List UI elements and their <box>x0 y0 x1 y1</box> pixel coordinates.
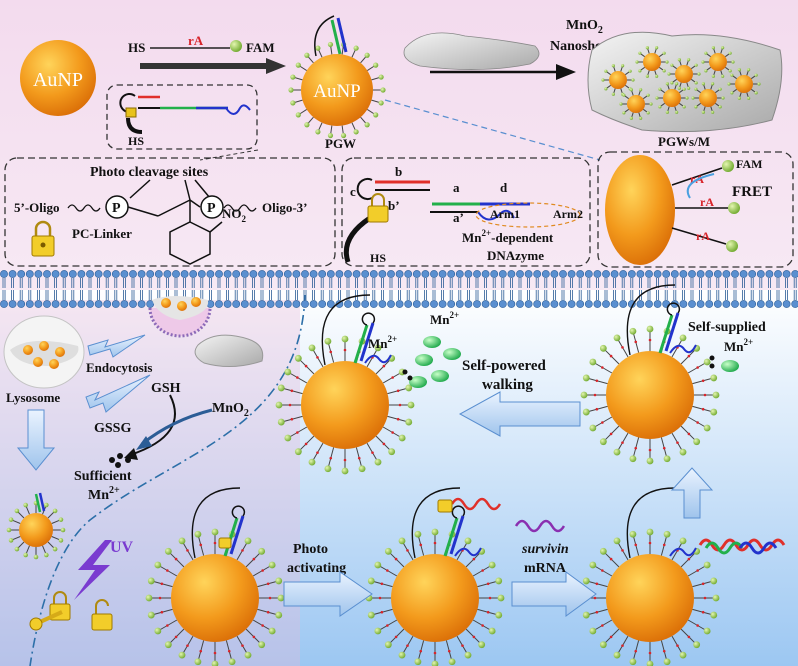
svg-text:b’: b’ <box>388 198 400 213</box>
dnazyme-panel <box>341 157 591 267</box>
mn-dots-left <box>109 453 131 468</box>
endocytosed-vesicle <box>148 296 212 338</box>
fret-label: FRET <box>732 184 772 200</box>
mno2-nanosheet <box>403 32 540 70</box>
lock-icon <box>31 220 55 257</box>
svg-text:Mn2+: Mn2+ <box>430 310 459 327</box>
svg-text:HS: HS <box>370 251 386 265</box>
pgws-m-label: PGWs/M <box>658 134 710 149</box>
svg-text:mRNA: mRNA <box>524 561 567 576</box>
svg-text:FAM: FAM <box>736 157 762 171</box>
gsh-arrow <box>85 374 151 413</box>
svg-text:GSSG: GSSG <box>94 421 131 436</box>
linker-panel <box>4 157 336 267</box>
nanosheet-arrow <box>430 64 576 80</box>
mno2-sheet-bottom <box>194 334 264 367</box>
svg-text:Sufficient: Sufficient <box>74 469 132 484</box>
key-lock-icons <box>29 591 113 631</box>
small-released-particle <box>6 492 66 560</box>
uv-lightning-icon <box>74 540 112 600</box>
svg-text:Mn2+-dependent: Mn2+-dependent <box>462 228 554 245</box>
survivin-mrna-wave <box>514 519 566 533</box>
pgw-particle: AuNP <box>288 15 386 139</box>
fret-panel <box>597 151 794 268</box>
svg-text:P: P <box>207 201 216 216</box>
svg-text:NO2: NO2 <box>222 206 247 224</box>
svg-text:rA: rA <box>188 33 204 48</box>
svg-text:rA: rA <box>700 195 714 209</box>
boundary-dashed-curve <box>29 294 306 666</box>
self-powered-label: Self-powered <box>462 358 547 374</box>
cleaved-fragment <box>437 497 502 513</box>
svg-text:MnO2: MnO2 <box>212 401 249 419</box>
svg-text:Mn2+: Mn2+ <box>88 485 120 503</box>
pgws-m-complex <box>587 31 783 133</box>
self-supplied-label: Self-supplied <box>688 320 766 335</box>
pgw-aunp-label: AuNP <box>313 81 361 102</box>
svg-text:P: P <box>112 201 121 216</box>
svg-text:survivin: survivin <box>521 542 569 557</box>
svg-text:b: b <box>395 164 402 179</box>
walker-self-supplied <box>580 284 720 465</box>
lysosome-label: Lysosome <box>6 390 60 405</box>
self-supplied-ions <box>709 355 739 372</box>
svg-text:d: d <box>500 180 508 195</box>
dnazyme-structure: c b a d b’ a’ <box>343 164 581 263</box>
svg-text:Arm2: Arm2 <box>553 207 583 221</box>
aunp-label: AuNP <box>33 69 83 91</box>
cell-membrane <box>0 270 798 308</box>
lysosome-down-arrow <box>16 409 56 471</box>
pc-linker-label: PC-Linker <box>72 226 132 241</box>
svg-text:a: a <box>453 180 460 195</box>
phosphate-left <box>105 195 129 219</box>
endocytosis-label: Endocytosis <box>86 360 152 375</box>
mrna-arrow <box>511 571 597 617</box>
svg-text:5’-Oligo: 5’-Oligo <box>14 200 60 215</box>
uv-label: UV <box>110 539 134 556</box>
redox-arrows <box>124 394 213 460</box>
walking-arrow <box>458 391 581 437</box>
nitrobenzyl-ring <box>169 200 223 265</box>
svg-text:Arm1: Arm1 <box>490 207 520 221</box>
svg-text:a’: a’ <box>453 210 464 225</box>
callout-probe-top: HS <box>119 93 251 148</box>
cleavage-arrows <box>129 179 211 201</box>
mrna-fragment <box>698 538 786 555</box>
svg-text:Mn2+: Mn2+ <box>724 337 753 354</box>
hs-probe: HS rA FAM <box>128 33 286 74</box>
pgw-label: PGW <box>325 136 356 151</box>
connector-right <box>384 99 601 161</box>
svg-text:Mn2+: Mn2+ <box>368 334 397 351</box>
svg-text:c: c <box>350 184 356 199</box>
phosphate-right <box>200 195 224 219</box>
aunp-large: AuNP <box>20 40 96 116</box>
svg-text:activating: activating <box>287 561 346 576</box>
photo-cleavage-label: Photo cleavage sites <box>90 165 209 180</box>
svg-text:Oligo-3’: Oligo-3’ <box>262 200 308 215</box>
svg-text:FAM: FAM <box>246 40 275 55</box>
walker-locked <box>145 487 285 666</box>
callout-box-top <box>106 84 258 150</box>
svg-text:HS: HS <box>128 40 145 55</box>
walking-label: walking <box>482 377 533 393</box>
svg-text:Photo: Photo <box>293 542 328 557</box>
walker-self-powered <box>275 294 415 475</box>
up-arrow <box>670 467 714 519</box>
lysosome <box>3 315 85 389</box>
endocytosis-arrow <box>87 334 146 358</box>
svg-text:DNAzyme: DNAzyme <box>487 248 544 263</box>
fret-particle: FAM rA rA rA <box>605 155 762 265</box>
svg-text:HS: HS <box>128 134 144 148</box>
svg-text:GSH: GSH <box>151 381 181 396</box>
photo-activating-arrow <box>283 571 373 617</box>
walker-activated <box>365 487 505 666</box>
svg-text:MnO2: MnO2 <box>566 18 603 36</box>
dnazyme-lock-icon <box>367 193 389 223</box>
svg-text:rA: rA <box>696 229 710 243</box>
mn-ions <box>402 336 461 388</box>
